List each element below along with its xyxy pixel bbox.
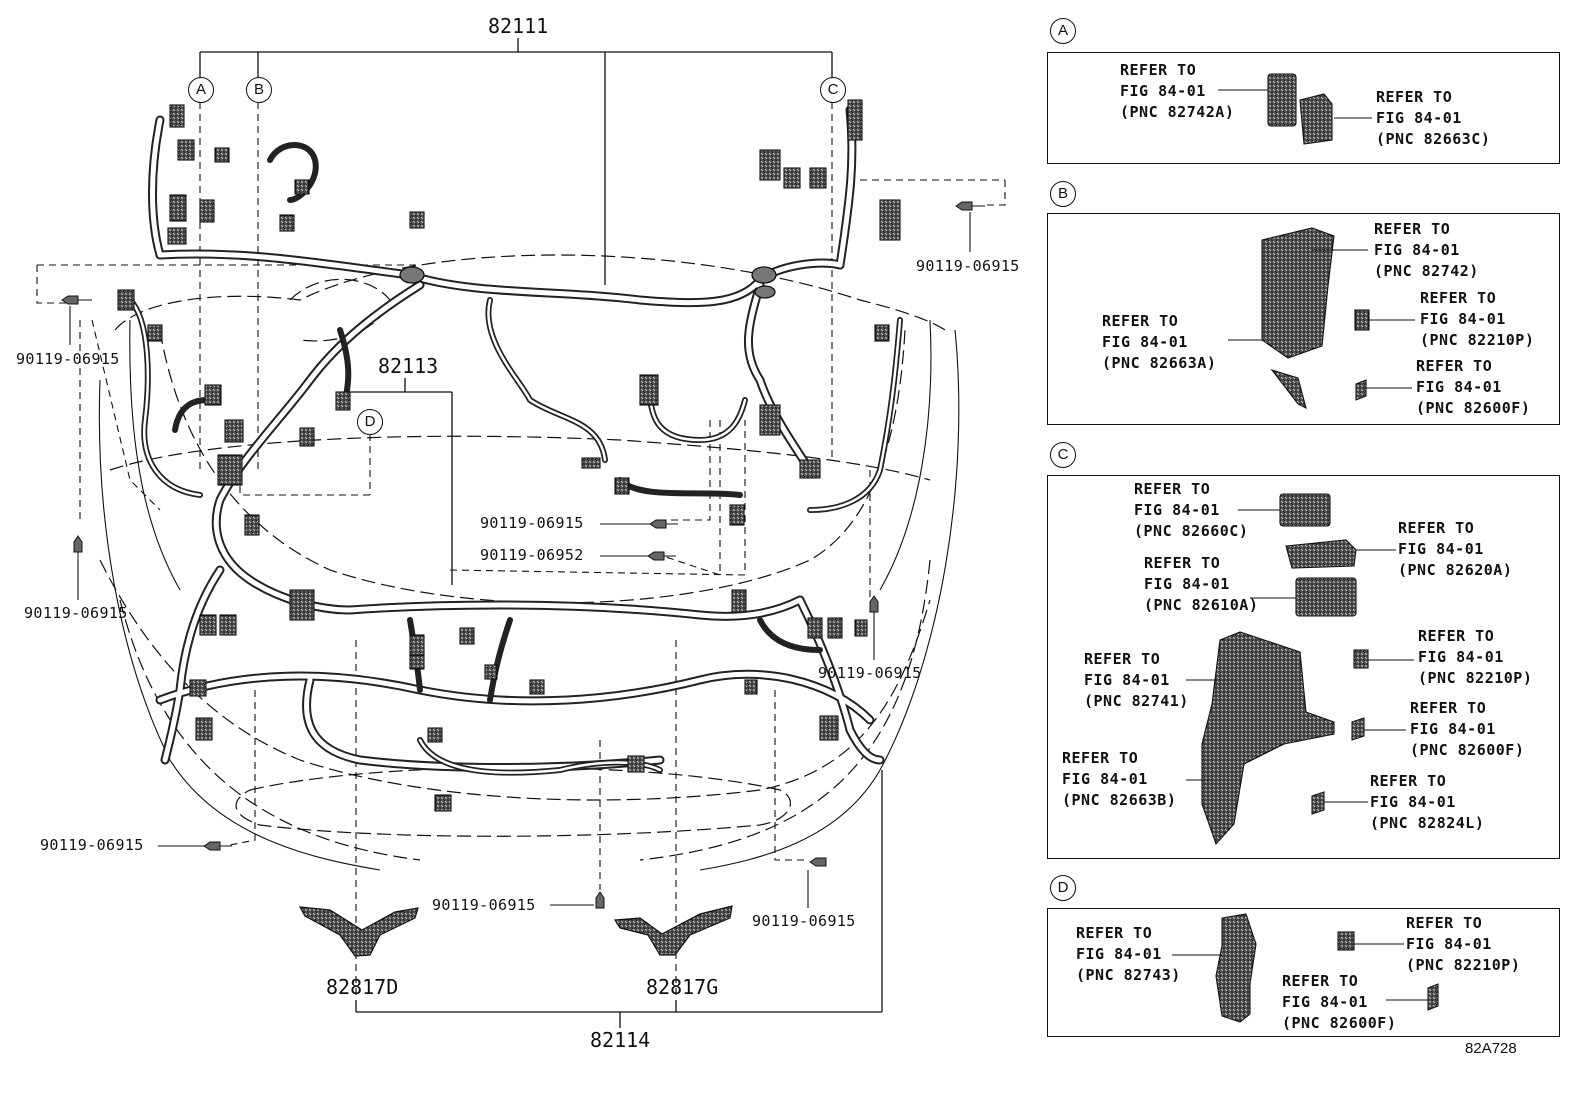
detail-c-ref-82660C[interactable]: REFER TO FIG 84-01 (PNC 82660C): [1134, 480, 1249, 540]
part-number-82111[interactable]: 82111: [488, 14, 549, 38]
detail-d-ref-82743[interactable]: REFER TO FIG 84-01 (PNC 82743): [1076, 924, 1181, 984]
bolt-shape-4: [649, 519, 678, 529]
bolt-shape-8: [595, 891, 605, 909]
detail-b-panel: [1047, 213, 1560, 425]
detail-b-marker: B: [1050, 181, 1076, 207]
part-number-82817G[interactable]: 82817G: [646, 975, 719, 999]
detail-c-marker: C: [1050, 442, 1076, 468]
bolt-label-8[interactable]: 90119-06915: [432, 896, 536, 914]
detail-a-ref-82663C[interactable]: REFER TO FIG 84-01 (PNC 82663C): [1376, 88, 1491, 148]
detail-a-marker: A: [1050, 18, 1076, 44]
bolt-shape-1: [61, 295, 92, 305]
figure-code: 82A728: [1465, 1040, 1517, 1057]
bolt-label-5[interactable]: 90119-06952: [480, 546, 584, 564]
bolt-label-6[interactable]: 90119-06915: [818, 664, 922, 682]
callout-a[interactable]: A: [188, 77, 214, 103]
part-number-82113[interactable]: 82113: [378, 354, 439, 378]
part-number-82114[interactable]: 82114: [590, 1028, 651, 1052]
bolt-shape-5: [647, 551, 676, 561]
bolt-shape-6: [869, 595, 879, 613]
bolt-shape-2: [955, 201, 985, 211]
part-number-82817D[interactable]: 82817D: [326, 975, 399, 999]
detail-a-ref-82742A[interactable]: REFER TO FIG 84-01 (PNC 82742A): [1120, 61, 1235, 121]
bolt-label-2[interactable]: 90119-06915: [916, 257, 1020, 275]
detail-b-ref-82663A[interactable]: REFER TO FIG 84-01 (PNC 82663A): [1102, 312, 1217, 372]
detail-b-ref-82742[interactable]: REFER TO FIG 84-01 (PNC 82742): [1374, 220, 1479, 280]
bolt-label-9[interactable]: 90119-06915: [752, 912, 856, 930]
detail-d-marker: D: [1050, 875, 1076, 901]
detail-c-ref-82620A[interactable]: REFER TO FIG 84-01 (PNC 82620A): [1398, 519, 1513, 579]
callout-d[interactable]: D: [357, 409, 383, 435]
bolt-label-4[interactable]: 90119-06915: [480, 514, 584, 532]
bolt-label-7[interactable]: 90119-06915: [40, 836, 144, 854]
bolt-shape-3: [73, 535, 83, 560]
detail-c-ref-82600F[interactable]: REFER TO FIG 84-01 (PNC 82600F): [1410, 699, 1525, 759]
detail-a-panel: [1047, 52, 1560, 164]
leader-82114: [355, 770, 883, 1028]
detail-d-ref-82600F[interactable]: REFER TO FIG 84-01 (PNC 82600F): [1282, 972, 1397, 1032]
bolt-label-1[interactable]: 90119-06915: [16, 350, 120, 368]
bolt-shape-7: [203, 841, 232, 851]
detail-d-panel: [1047, 908, 1560, 1037]
detail-c-ref-82210P[interactable]: REFER TO FIG 84-01 (PNC 82210P): [1418, 627, 1533, 687]
detail-b-ref-82210P[interactable]: REFER TO FIG 84-01 (PNC 82210P): [1420, 289, 1535, 349]
detail-c-panel: [1047, 475, 1560, 859]
bolt-label-3[interactable]: 90119-06915: [24, 604, 128, 622]
detail-b-ref-82600F[interactable]: REFER TO FIG 84-01 (PNC 82600F): [1416, 357, 1531, 417]
detail-c-ref-82741[interactable]: REFER TO FIG 84-01 (PNC 82741): [1084, 650, 1189, 710]
bolt-shape-9: [809, 857, 827, 867]
leader-82111: [199, 38, 833, 285]
detail-d-ref-82210P[interactable]: REFER TO FIG 84-01 (PNC 82210P): [1406, 914, 1521, 974]
callout-c[interactable]: C: [820, 77, 846, 103]
detail-c-ref-82663B[interactable]: REFER TO FIG 84-01 (PNC 82663B): [1062, 749, 1177, 809]
callout-b[interactable]: B: [246, 77, 272, 103]
detail-c-ref-82824L[interactable]: REFER TO FIG 84-01 (PNC 82824L): [1370, 772, 1485, 832]
detail-c-ref-82610A[interactable]: REFER TO FIG 84-01 (PNC 82610A): [1144, 554, 1259, 614]
leader-82113: [345, 378, 453, 585]
